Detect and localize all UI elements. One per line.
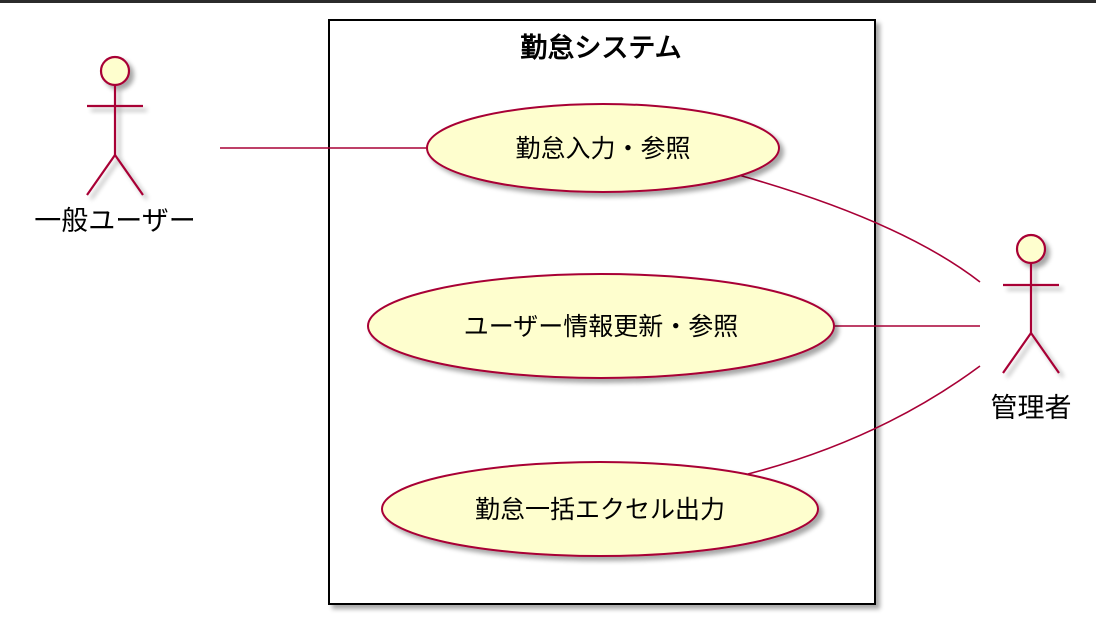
association-admin-attendance <box>734 173 981 283</box>
use-case-attendance-entry-label: 勤怠入力・参照 <box>515 134 690 163</box>
association-admin-export <box>747 365 981 475</box>
actor-admin[interactable]: 管理者 <box>991 233 1072 424</box>
stick-figure-icon <box>1002 233 1060 374</box>
use-case-user-info-update-label: ユーザー情報更新・参照 <box>464 312 739 341</box>
use-case-attendance-entry[interactable]: 勤怠入力・参照 <box>426 103 780 193</box>
system-title: 勤怠システム <box>520 32 681 64</box>
actor-admin-label: 管理者 <box>991 393 1072 424</box>
stick-figure-icon <box>86 55 144 196</box>
use-case-user-info-update[interactable]: ユーザー情報更新・参照 <box>367 273 835 379</box>
window-top-border <box>0 0 1096 3</box>
use-case-bulk-excel-export[interactable]: 勤怠一括エクセル出力 <box>381 461 819 557</box>
use-case-bulk-excel-export-label: 勤怠一括エクセル出力 <box>475 495 725 524</box>
associations <box>220 147 981 475</box>
actor-general-user-label: 一般ユーザー <box>34 206 195 237</box>
actor-general-user[interactable]: 一般ユーザー <box>34 55 196 237</box>
